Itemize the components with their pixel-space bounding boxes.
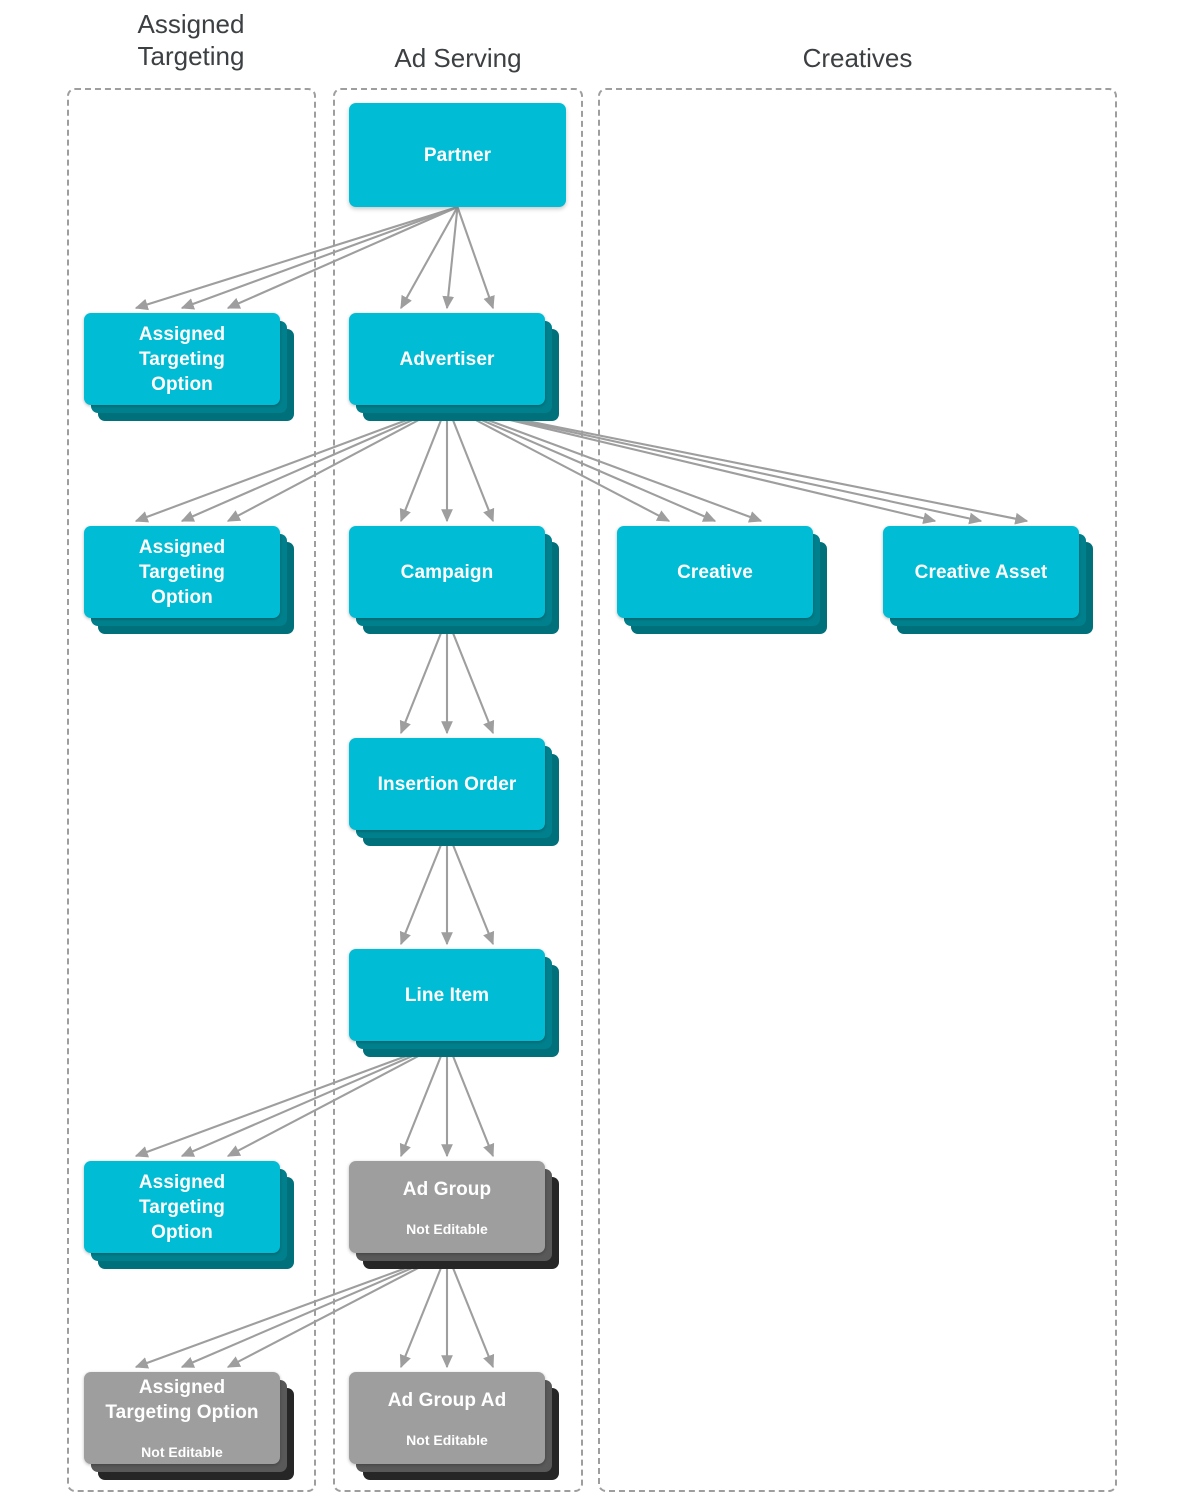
node-campaign[interactable]: Campaign — [349, 526, 559, 634]
node-assigned-targeting-option-line-item[interactable]: Assigned Targeting Option — [84, 1161, 294, 1269]
node-partner-surface: Partner — [349, 103, 566, 207]
node-insertion-order-surface: Insertion Order — [349, 738, 545, 830]
node-partner[interactable]: Partner — [349, 103, 566, 207]
node-assigned-targeting-option-ad-group-surface: Assigned Targeting Option Not Editable — [84, 1372, 280, 1464]
node-assigned-targeting-option-ad-group-not-editable-badge: Not Editable — [141, 1444, 223, 1460]
node-assigned-targeting-option-advertiser-label: Assigned Targeting Option — [138, 536, 226, 608]
node-creative-asset[interactable]: Creative Asset — [883, 526, 1093, 634]
node-creative-asset-surface: Creative Asset — [883, 526, 1079, 618]
column-frame-assigned-targeting — [67, 88, 316, 1492]
node-ad-group[interactable]: Ad Group Not Editable — [349, 1161, 559, 1269]
column-header-creatives: Creatives — [802, 43, 913, 73]
node-assigned-targeting-option-partner-surface: Assigned Targeting Option — [84, 313, 280, 405]
node-campaign-label: Campaign — [400, 561, 494, 583]
node-partner-label: Partner — [423, 144, 492, 166]
node-assigned-targeting-option-advertiser-surface: Assigned Targeting Option — [84, 526, 280, 618]
node-assigned-targeting-option-line-item-label: Assigned Targeting Option — [138, 1171, 226, 1243]
node-advertiser[interactable]: Advertiser — [349, 313, 559, 421]
node-advertiser-label: Advertiser — [399, 348, 495, 370]
node-insertion-order-label: Insertion Order — [377, 773, 517, 795]
column-header-assigned-targeting: Assigned Targeting — [137, 9, 245, 71]
node-assigned-targeting-option-line-item-surface: Assigned Targeting Option — [84, 1161, 280, 1253]
node-ad-group-ad[interactable]: Ad Group Ad Not Editable — [349, 1372, 559, 1480]
node-ad-group-ad-surface: Ad Group Ad Not Editable — [349, 1372, 545, 1464]
node-insertion-order[interactable]: Insertion Order — [349, 738, 559, 846]
node-assigned-targeting-option-ad-group[interactable]: Assigned Targeting Option Not Editable — [84, 1372, 294, 1480]
node-creative-asset-label: Creative Asset — [914, 561, 1048, 583]
node-line-item-label: Line Item — [404, 984, 490, 1006]
node-creative-surface: Creative — [617, 526, 813, 618]
node-ad-group-surface: Ad Group Not Editable — [349, 1161, 545, 1253]
node-ad-group-ad-label: Ad Group Ad — [387, 1389, 507, 1411]
node-assigned-targeting-option-partner[interactable]: Assigned Targeting Option — [84, 313, 294, 421]
node-ad-group-ad-not-editable-badge: Not Editable — [406, 1431, 488, 1448]
node-creative[interactable]: Creative — [617, 526, 827, 634]
node-ad-group-not-editable-badge: Not Editable — [406, 1220, 488, 1237]
column-header-ad-serving: Ad Serving — [394, 43, 522, 73]
node-assigned-targeting-option-advertiser[interactable]: Assigned Targeting Option — [84, 526, 294, 634]
node-advertiser-surface: Advertiser — [349, 313, 545, 405]
node-campaign-surface: Campaign — [349, 526, 545, 618]
node-line-item[interactable]: Line Item — [349, 949, 559, 1057]
node-line-item-surface: Line Item — [349, 949, 545, 1041]
node-assigned-targeting-option-partner-label: Assigned Targeting Option — [138, 323, 226, 395]
node-ad-group-label: Ad Group — [402, 1178, 492, 1200]
node-assigned-targeting-option-ad-group-label: Assigned Targeting Option — [105, 1377, 259, 1423]
column-frame-creatives — [598, 88, 1117, 1492]
node-creative-label: Creative — [677, 561, 753, 583]
column-frame-ad-serving — [333, 88, 583, 1492]
